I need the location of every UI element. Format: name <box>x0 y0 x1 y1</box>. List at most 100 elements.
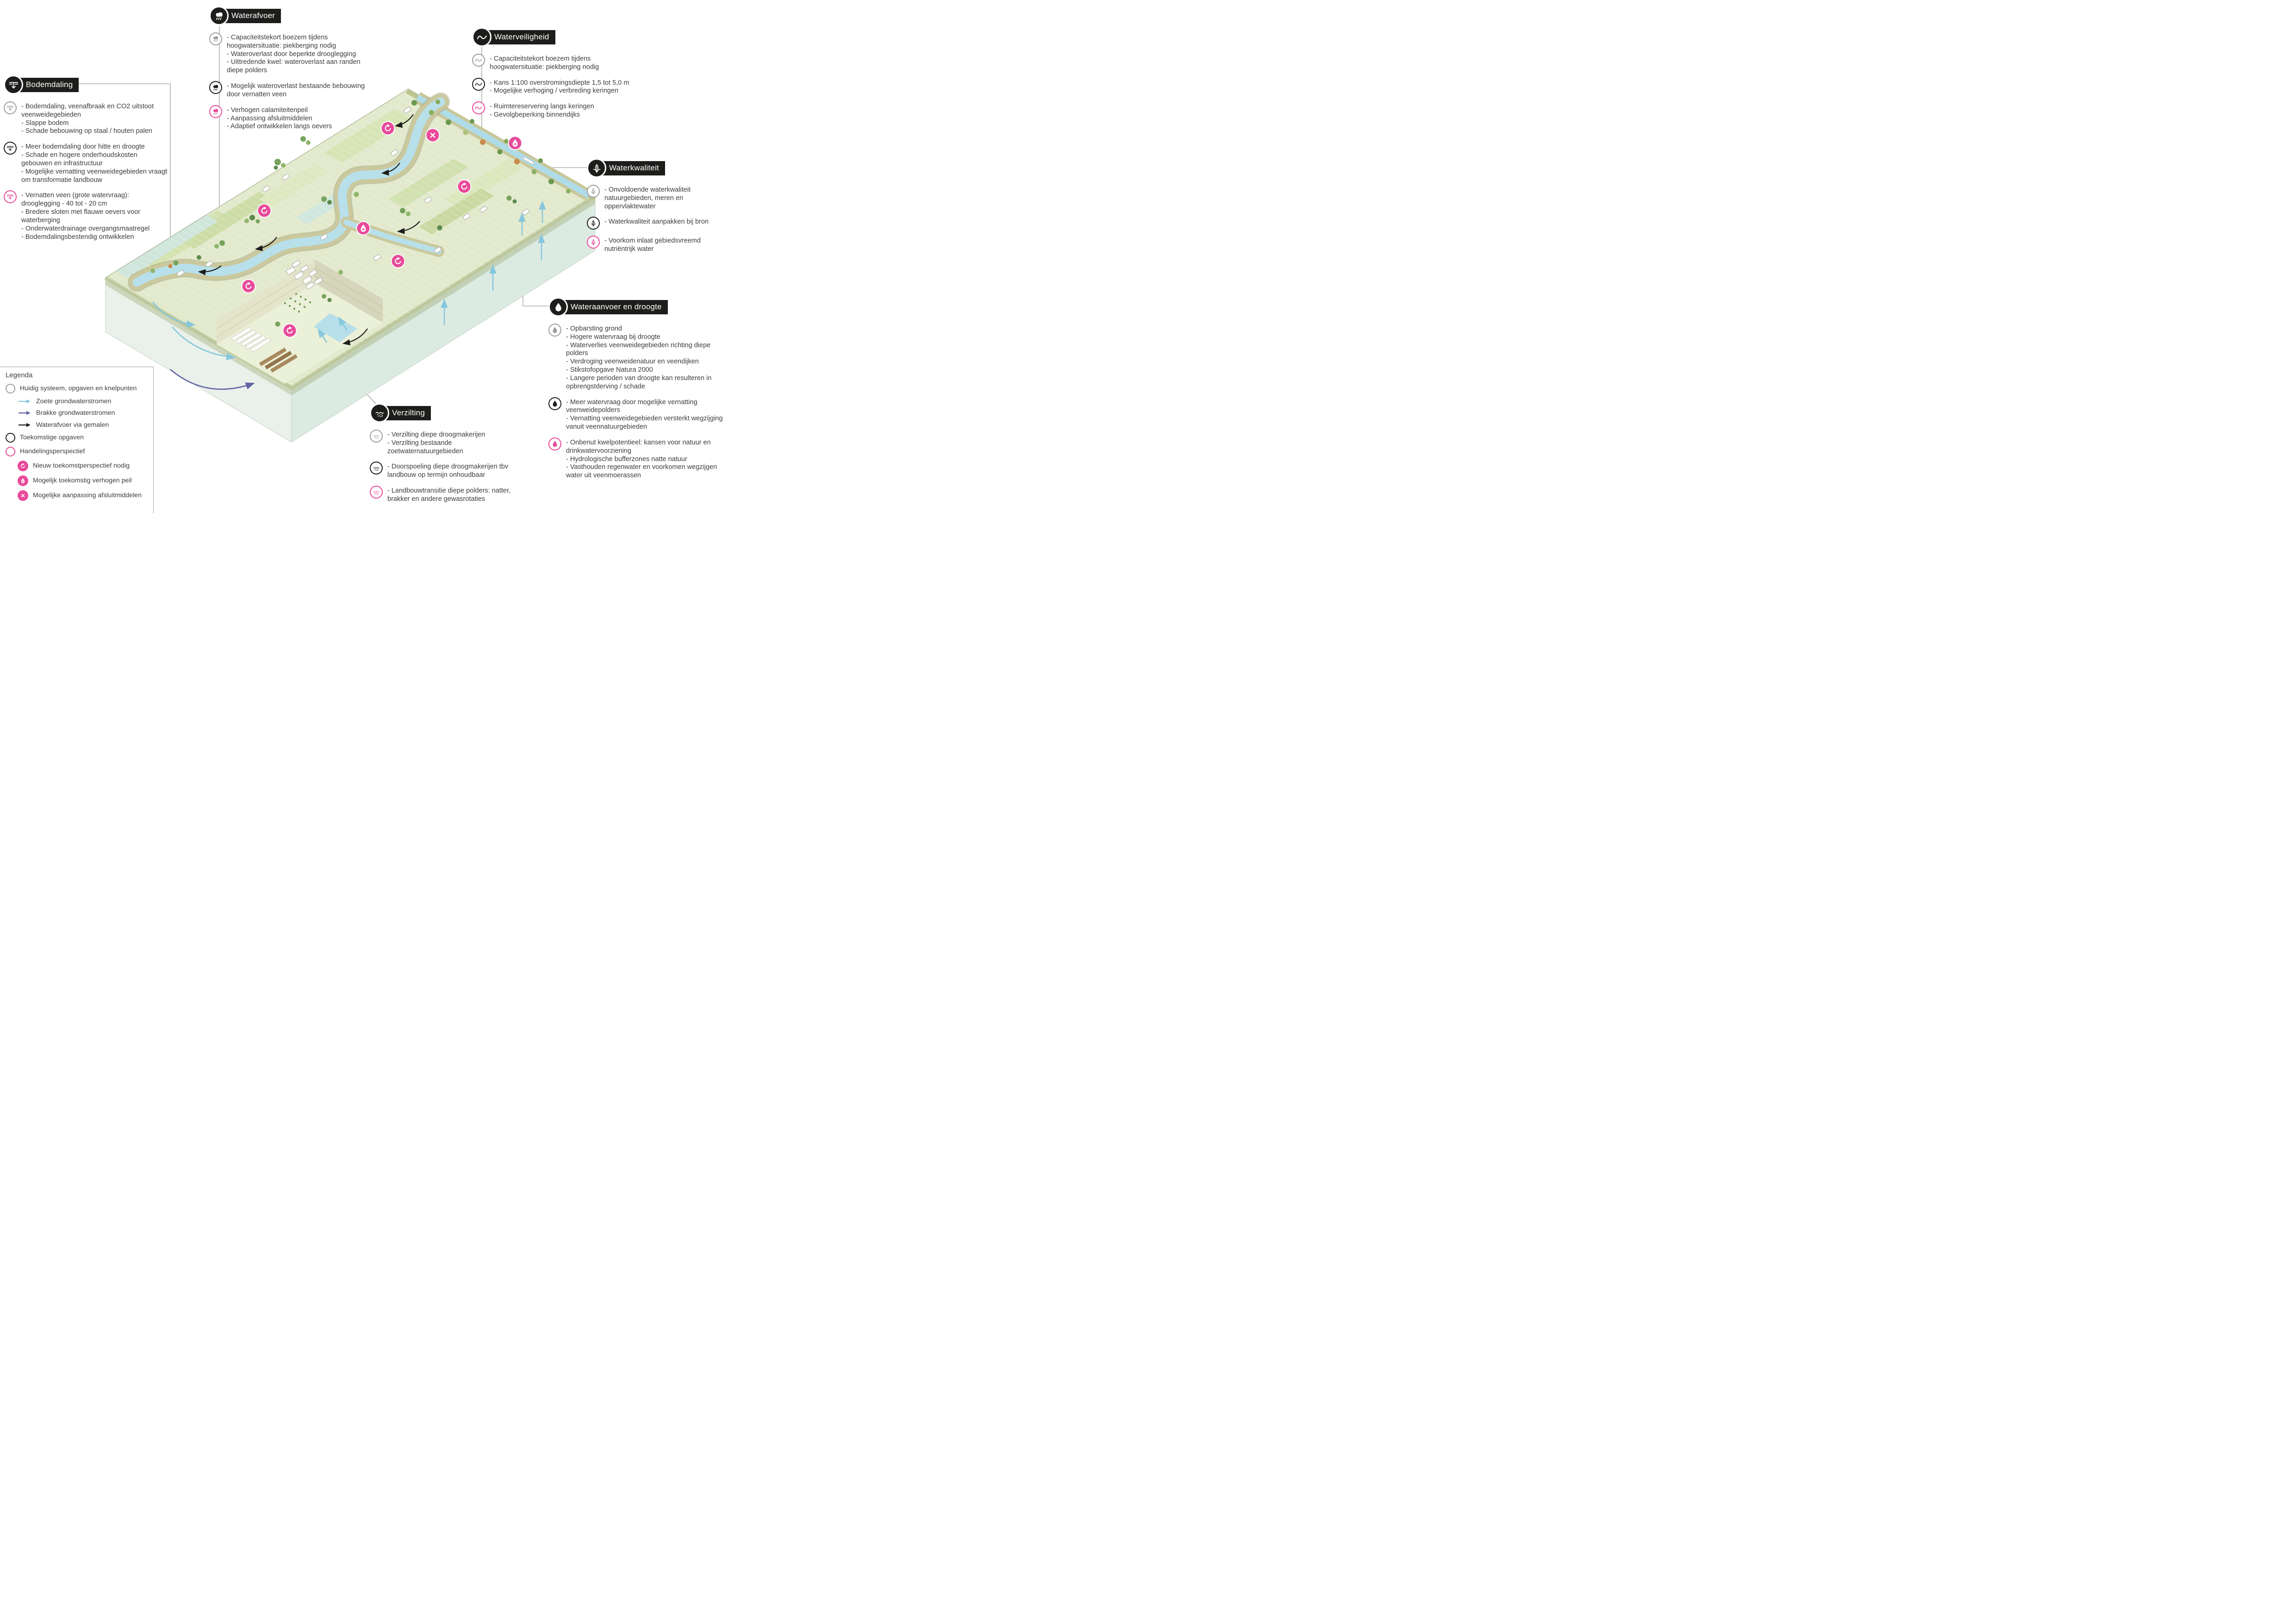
legend-label: Mogelijk toekomstig verhogen peil <box>33 477 132 485</box>
gray-circle-icon <box>6 384 15 394</box>
entry-future-task: - Meer watervraag door mogelijke vernatt… <box>548 397 725 431</box>
trees <box>150 100 571 327</box>
entry-current-system: - Capaciteitstekort boezem tijdens hoogw… <box>472 54 629 72</box>
reeds-pink-icon <box>587 236 600 249</box>
legend-label: Handelingsperspectief <box>20 448 85 456</box>
entry-current-system: - Opbarsting grond - Hogere watervraag b… <box>548 324 725 391</box>
theme-header: Waterkwaliteit <box>587 158 725 178</box>
orchard <box>284 293 311 313</box>
legend-label: Waterafvoer via gemalen <box>36 421 109 429</box>
entry-current-system: - Bodemdaling, veenafbraak en CO2 uitsto… <box>4 101 169 136</box>
entry-action-perspective: - Voorkom inlaat gebiedsvreemd nutriëntr… <box>587 236 725 254</box>
entry-action-perspective: - Onbenut kwelpotentieel: kansen voor na… <box>548 437 725 480</box>
fresh-groundwater-arrows <box>152 200 546 361</box>
entry-text: - Capaciteitstekort boezem tijdens hoogw… <box>490 55 599 71</box>
water-drop-pink-icon <box>548 437 561 450</box>
brackish-arrow-icon <box>19 411 31 415</box>
theme-header: Verzilting <box>370 403 528 423</box>
entry-text: - Voorkom inlaat gebiedsvreemd nutriëntr… <box>604 237 701 253</box>
reeds-black-icon <box>587 217 600 230</box>
subsidence-icon <box>4 75 23 94</box>
entry-text: - Vernatten veen (grote watervraag): dro… <box>21 192 150 241</box>
subsidence-pink-icon <box>4 190 17 204</box>
theme-title: Waterkwaliteit <box>597 161 665 175</box>
theme-bodemdaling: Bodemdaling - Bodemdaling, veenafbraak e… <box>4 75 169 248</box>
entry-action-perspective: - Ruimtereservering langs keringen - Gev… <box>472 101 629 119</box>
wave-gray-icon <box>472 54 485 67</box>
black-circle-icon <box>6 432 15 443</box>
entry-action-perspective: - Landbouwtransitie diepe polders: natte… <box>370 486 528 504</box>
theme-header: Bodemdaling <box>4 75 169 94</box>
theme-header: Wateraanvoer en droogte <box>548 297 725 317</box>
legend-item-fresh-groundwater: Zoete grondwaterstromen <box>18 398 149 405</box>
brackish-groundwater-arrow <box>170 369 255 390</box>
wave-black-icon <box>472 77 485 91</box>
water-drop-icon <box>548 297 568 317</box>
legend-label: Nieuw toekomstperspectief nodig <box>33 462 130 470</box>
salt-pink-icon <box>370 486 383 499</box>
badge-new-perspective-icon <box>380 121 395 136</box>
entry-text: - Onbenut kwelpotentieel: kansen voor na… <box>566 438 717 480</box>
greenhouses <box>231 326 271 352</box>
entry-current-system: - Verzilting diepe droogmakerijen - Verz… <box>370 430 528 456</box>
refresh-icon <box>18 460 28 471</box>
entry-future-task: - Meer bodemdaling door hitte en droogte… <box>4 142 169 184</box>
entry-current-system: - Onvoldoende waterkwaliteit natuurgebie… <box>587 185 725 211</box>
salt-gray-icon <box>370 430 383 443</box>
water-drop-black-icon <box>548 397 561 410</box>
deep-polder <box>216 259 383 384</box>
entry-text: - Verhogen calamiteitenpeil - Aanpassing… <box>227 106 332 131</box>
drop-plus-icon <box>18 475 28 486</box>
badge-closure-adjustment-icon <box>425 128 440 143</box>
theme-title: Waterafvoer <box>219 8 281 23</box>
theme-waterveiligheid: Waterveiligheid - Capaciteitstekort boez… <box>472 27 629 126</box>
subsidence-black-icon <box>4 142 17 155</box>
legend-item-pumped-drainage: Waterafvoer via gemalen <box>18 421 149 429</box>
fresh-arrow-icon <box>19 399 31 404</box>
subsidence-gray-icon <box>4 101 17 114</box>
legend-item-future-tasks: Toekomstige opgaven <box>6 432 149 443</box>
entry-text: - Capaciteitstekort boezem tijdens hoogw… <box>227 34 361 75</box>
theme-header: Waterveiligheid <box>472 27 629 47</box>
entry-action-perspective: - Vernatten veen (grote watervraag): dro… <box>4 190 169 241</box>
entry-text: - Verzilting diepe droogmakerijen - Verz… <box>387 431 485 455</box>
town-cluster <box>286 260 323 290</box>
polder-pond <box>314 313 357 342</box>
rain-cloud-gray-icon <box>209 32 222 45</box>
legend-label: Zoete grondwaterstromen <box>36 398 112 405</box>
infographic-page: { "colors": { "pink": "#e84b9a", "gray":… <box>0 0 726 513</box>
pumping-arrows <box>198 114 420 346</box>
x-icon <box>18 490 28 501</box>
rain-cloud-icon <box>209 6 229 25</box>
legend-item-closure-adjustment: Mogelijke aanpassing afsluitmiddelen <box>18 490 149 501</box>
theme-title: Wateraanvoer en droogte <box>559 300 668 314</box>
entry-text: - Meer bodemdaling door hitte en droogte… <box>21 143 168 184</box>
entry-text: - Kans 1:100 overstromingsdiepte 1,5 tot… <box>490 79 629 95</box>
water-drop-gray-icon <box>548 324 561 337</box>
entry-text: - Onvoldoende waterkwaliteit natuurgebie… <box>604 186 691 210</box>
reeds-icon <box>587 158 606 178</box>
legend-item-action-perspective: Handelingsperspectief <box>6 446 149 456</box>
houses <box>176 106 535 290</box>
legend: Legenda Huidig systeem, opgaven en knelp… <box>0 367 154 513</box>
badge-new-perspective-icon <box>282 323 297 338</box>
legend-label: Mogelijke aanpassing afsluitmiddelen <box>33 492 142 500</box>
reeds-gray-icon <box>587 185 600 198</box>
entry-text: - Waterkwaliteit aanpakken bij bron <box>604 218 709 226</box>
badge-new-perspective-icon <box>241 279 256 294</box>
theme-waterkwaliteit: Waterkwaliteit - Onvoldoende waterkwalit… <box>587 158 725 260</box>
entry-text: - Ruimtereservering langs keringen - Gev… <box>490 103 594 119</box>
polder-slab <box>104 88 597 443</box>
theme-wateraanvoer-en-droogte: Wateraanvoer en droogte - Opbarsting gro… <box>548 297 725 487</box>
badge-new-perspective-icon <box>457 179 472 194</box>
entry-text: - Bodemdaling, veenafbraak en CO2 uitsto… <box>21 103 154 135</box>
theme-verzilting: Verzilting - Verzilting diepe droogmaker… <box>370 403 528 510</box>
legend-item-raise-water-level: Mogelijk toekomstig verhogen peil <box>18 475 149 486</box>
pink-circle-icon <box>6 446 15 456</box>
theme-waterafvoer: Waterafvoer - Capaciteitstekort boezem t… <box>209 6 366 137</box>
theme-title: Waterveiligheid <box>482 30 555 44</box>
entry-text: - Doorspoeling diepe droogmakerijen tbv … <box>387 463 509 479</box>
wave-icon <box>472 27 492 47</box>
legend-item-current-system: Huidig systeem, opgaven en knelpunten <box>6 384 149 394</box>
salt-icon <box>370 403 389 423</box>
